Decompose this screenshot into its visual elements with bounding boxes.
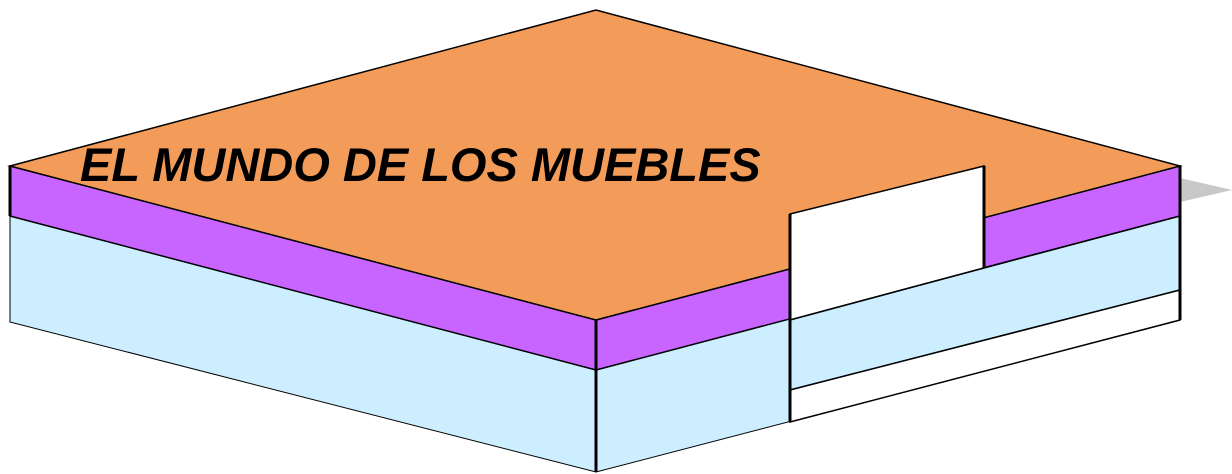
slab-title: EL MUNDO DE LOS MUEBLES (80, 138, 761, 191)
slab-shadow (1180, 178, 1232, 202)
